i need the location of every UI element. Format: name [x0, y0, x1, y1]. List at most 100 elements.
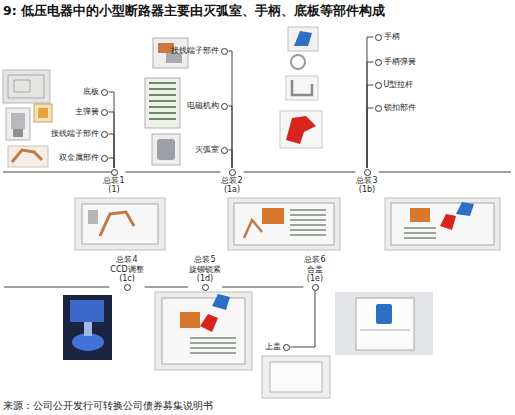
- connector-line: [367, 85, 374, 168]
- part-name: 锁扣部件: [384, 103, 416, 112]
- assembly-photo: [155, 292, 252, 370]
- part-label: 手柄: [374, 31, 401, 42]
- dot-row: [201, 283, 209, 291]
- step-label: (1a): [224, 185, 240, 194]
- connector-line: [126, 172, 221, 173]
- step-label: CCD调整: [110, 265, 143, 274]
- connector-line: [145, 287, 188, 288]
- connector-line: [367, 108, 374, 168]
- step-dot: [101, 109, 108, 116]
- part-label: 接线端子部件: [50, 128, 109, 139]
- step-label: 总装2: [221, 176, 242, 185]
- step-dot: [111, 169, 118, 176]
- connector-line: [244, 172, 356, 173]
- step-label: (1d): [197, 274, 213, 283]
- connector-line: [4, 172, 511, 287]
- part-label: 主弹簧: [74, 106, 109, 117]
- assembly-step: 总装5旋铆锁紧(1d): [188, 255, 222, 291]
- part-name: 主弹簧: [75, 107, 99, 116]
- connector-line: [367, 37, 374, 168]
- main-spring-photo: [34, 104, 52, 122]
- step-dot: [375, 59, 382, 66]
- source-caption: 来源：公司公开发行可转换公司债券募集说明书: [3, 399, 213, 413]
- part-text: 上盖: [265, 342, 281, 351]
- step-dot: [283, 344, 290, 351]
- step-label: (1c): [119, 274, 135, 283]
- step-label: 总装3: [356, 176, 377, 185]
- base-plate-photo: [3, 70, 50, 103]
- step-label: 总装6: [304, 255, 325, 264]
- part-label: 双金属部件: [58, 152, 109, 163]
- step-dot: [202, 284, 209, 291]
- step-label: (1): [108, 185, 119, 194]
- part-label: 手柄弹簧: [374, 56, 417, 67]
- part-text: 接线端子部件: [51, 129, 99, 138]
- part-text: 灭弧室: [195, 145, 219, 154]
- part-text: 锁扣部件: [384, 103, 416, 112]
- part-text: 手柄: [384, 32, 400, 41]
- connector-line: [109, 92, 115, 168]
- part-name: 电磁机构: [187, 101, 219, 110]
- part-text: U型拉杆: [384, 80, 414, 89]
- assembly-step: 总装3(1b): [355, 168, 378, 194]
- part-label: 电磁机构: [186, 100, 229, 111]
- step-label: 合盖: [307, 265, 323, 274]
- arc-chamber-photo: [152, 134, 180, 165]
- part-text: 主弹簧: [75, 107, 99, 116]
- step-dot: [101, 89, 108, 96]
- step-dot: [101, 155, 108, 162]
- part-text: 接线端子部件: [171, 46, 219, 55]
- assembly-photo: [228, 198, 340, 250]
- step-label: 总装5: [194, 255, 215, 264]
- step-label: (1e): [307, 274, 323, 283]
- dot-row: [110, 168, 118, 176]
- connector-line: [229, 150, 233, 168]
- step-dot: [124, 284, 131, 291]
- part-text: 双金属部件: [59, 153, 99, 162]
- step-dot: [375, 82, 382, 89]
- step-dot: [221, 147, 228, 154]
- lock-part-photo: [280, 111, 322, 148]
- part-name: 双金属部件: [59, 153, 99, 162]
- dot-row: [311, 283, 319, 291]
- step-dot: [229, 169, 236, 176]
- dot-row: [123, 283, 131, 291]
- part-label: U型拉杆: [374, 79, 415, 90]
- step-dot: [364, 169, 371, 176]
- diagram-title: 9: 低压电器中的小型断路器主要由灭弧室、手柄、底板等部件构成: [3, 3, 385, 20]
- step-dot: [312, 284, 319, 291]
- assembly-step: 总装2(1a): [220, 168, 243, 194]
- timeline-line: [3, 172, 112, 173]
- part-name: U型拉杆: [384, 80, 414, 89]
- connector-line: [109, 158, 115, 168]
- ccd-photo: [63, 295, 112, 360]
- u-rod-photo: [286, 76, 318, 100]
- part-name: 灭弧室: [195, 145, 219, 154]
- part-name: 接线端子部件: [51, 129, 99, 138]
- connector-line: [109, 112, 115, 168]
- step-dot: [221, 103, 228, 110]
- connector-line: [367, 62, 374, 168]
- part-name: 底板: [83, 87, 99, 96]
- assembly-photo: [385, 198, 500, 250]
- handle-spring-photo: [291, 55, 305, 69]
- part-name: 接线端子部件: [171, 46, 219, 55]
- assembly-step: 总装1(1): [102, 168, 125, 194]
- dot-row: [228, 168, 236, 176]
- handle-photo: [288, 27, 318, 51]
- part-name: 手柄: [384, 32, 400, 41]
- step-dot: [221, 48, 228, 55]
- assembly-step: 总装6合盖(1e): [303, 255, 326, 291]
- part-label: 底板: [82, 86, 109, 97]
- part-label: 上盖: [264, 341, 291, 352]
- electromagnet-photo: [145, 78, 180, 128]
- part-name: 手柄弹簧: [384, 57, 416, 66]
- step-label: 旋铆锁紧: [189, 265, 221, 274]
- connector-line: [222, 287, 303, 288]
- assembly-photo: [75, 198, 165, 250]
- connector-line: [109, 134, 115, 168]
- step-label: 总装1: [103, 176, 124, 185]
- step-dot: [375, 105, 382, 112]
